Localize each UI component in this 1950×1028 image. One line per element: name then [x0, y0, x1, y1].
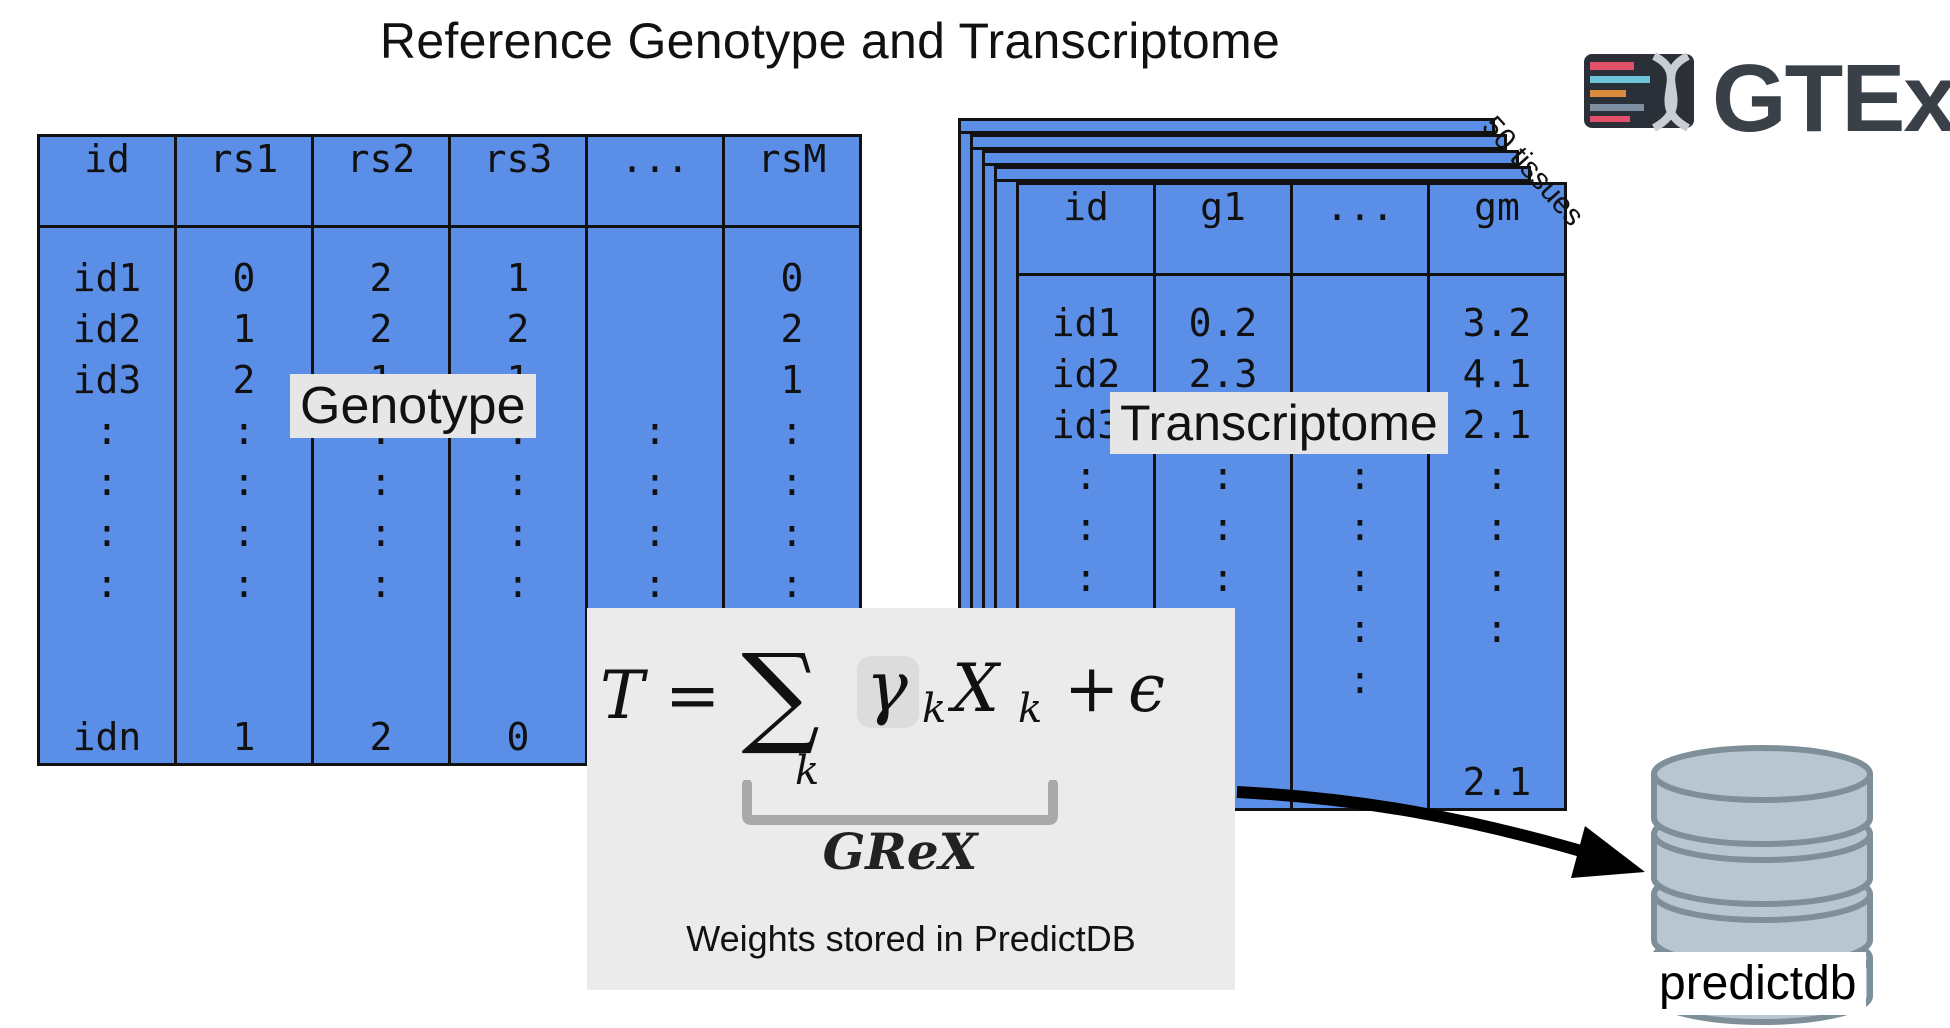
transcriptome-col-ellipsis: : : : : : [1290, 273, 1430, 811]
genotype-header-rs1: rs1 [174, 134, 314, 228]
gamma-highlight [857, 656, 919, 728]
genotype-header-rs3: rs3 [448, 134, 588, 228]
database-icon [1651, 745, 1873, 1025]
gtex-logo-text: GTEx [1712, 45, 1950, 152]
transcriptome-header-gm: gm [1427, 182, 1567, 276]
eq-lhs: T [600, 657, 645, 734]
eq-gamma: γ [866, 646, 908, 728]
eq-sum-index: k [795, 748, 820, 794]
predictdb-label: predictdb [1649, 952, 1867, 1015]
eq-plus: + [1064, 650, 1120, 727]
genotype-col-ellipsis: : : : : [585, 225, 725, 766]
genotype-col-rs2: 2 2 1 : : : : 2 [311, 225, 451, 766]
grex-underbrace [742, 780, 1058, 825]
grex-label: GReX [822, 822, 978, 881]
genotype-header-rsM: rsM [722, 134, 862, 228]
arrow-to-predictdb [1236, 786, 1645, 878]
grex-equation: T = ∑ [600, 630, 820, 758]
equation-caption: Weights stored in PredictDB [686, 918, 1136, 959]
eq-sum-symbol: ∑ [741, 630, 820, 758]
genotype-header-ellipsis: ... [585, 134, 725, 228]
diagram-title: Reference Genotype and Transcriptome [379, 13, 1281, 69]
genotype-table: id rs1 rs2 rs3 ... rsM id1 id2 id3 : : :… [37, 134, 862, 766]
genotype-col-rs1: 0 1 2 : : : : 1 [174, 225, 314, 766]
gtex-dna-icon [1584, 52, 1694, 132]
genotype-header-rs2: rs2 [311, 134, 451, 228]
eq-k-sub-2: k [1018, 686, 1043, 732]
eq-epsilon: ϵ [1128, 650, 1165, 727]
transcriptome-table: id g1 ... gm id1 id2 id3 : : : 0.2 2.3 :… [1016, 182, 1567, 811]
transcriptome-header-g1: g1 [1153, 182, 1293, 276]
eq-equals: = [665, 657, 721, 734]
eq-k-sub-1: k [922, 686, 947, 732]
transcriptome-col-gm: 3.2 4.1 2.1 : : : : 2.1 [1427, 273, 1567, 811]
transcriptome-header-id: id [1016, 182, 1156, 276]
genotype-col-rs3: 1 2 1 : : : : 0 [448, 225, 588, 766]
transcriptome-label: Transcriptome [1110, 392, 1448, 454]
genotype-header-id: id [37, 134, 177, 228]
genotype-label: Genotype [290, 374, 536, 438]
transcriptome-header-ellipsis: ... [1290, 182, 1430, 276]
eq-X: X [952, 650, 999, 727]
genotype-col-id: id1 id2 id3 : : : : idn [37, 225, 177, 766]
